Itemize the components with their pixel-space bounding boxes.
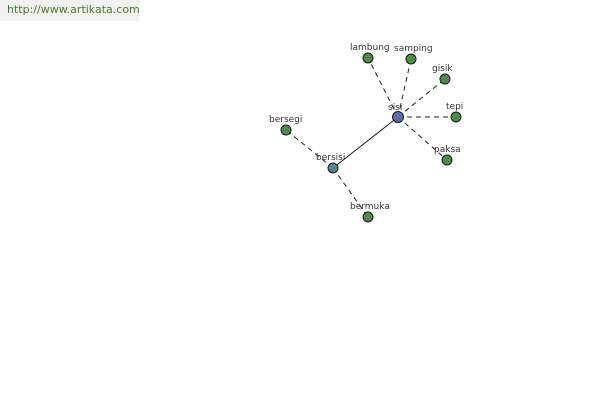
- node-bermuka-label[interactable]: bermuka: [350, 202, 390, 212]
- edge-bersisi-bermuka: [332, 167, 369, 218]
- edge-sisi-lambung: [367, 57, 399, 118]
- edge-sisi-paksa: [397, 116, 448, 161]
- node-gisik[interactable]: gisik: [432, 64, 453, 85]
- node-bersisi-label[interactable]: bersisi: [316, 153, 345, 163]
- node-lambung-circle[interactable]: [362, 52, 374, 64]
- node-bersegi[interactable]: bersegi: [269, 115, 302, 136]
- node-tepi-circle[interactable]: [450, 111, 462, 123]
- edges-layer: [285, 57, 456, 218]
- source-url-text[interactable]: http://www.artikata.com: [7, 3, 140, 16]
- node-bersegi-circle[interactable]: [280, 124, 292, 136]
- nodes-layer: sisi bersisi lambung samping gisik tepi paksa b…: [269, 43, 463, 223]
- node-samping-label[interactable]: samping: [394, 44, 433, 54]
- source-url-banner[interactable]: http://www.artikata.com: [0, 0, 140, 21]
- node-tepi-label[interactable]: tepi: [446, 102, 463, 112]
- node-samping[interactable]: samping: [394, 44, 433, 65]
- node-sisi-label[interactable]: sisi: [388, 103, 402, 113]
- node-bermuka[interactable]: bermuka: [350, 202, 390, 223]
- node-lambung[interactable]: lambung: [350, 43, 390, 64]
- node-gisik-label[interactable]: gisik: [432, 64, 453, 74]
- edge-sisi-bersisi: [332, 116, 399, 169]
- node-paksa-label[interactable]: paksa: [434, 145, 461, 155]
- node-sisi[interactable]: sisi: [388, 103, 404, 123]
- node-gisik-circle[interactable]: [439, 73, 451, 85]
- edge-sisi-samping: [397, 58, 412, 118]
- edge-bersisi-bersegi: [285, 129, 334, 169]
- node-sisi-circle[interactable]: [392, 111, 404, 123]
- node-lambung-label[interactable]: lambung: [350, 43, 390, 53]
- node-bersegi-label[interactable]: bersegi: [269, 115, 302, 125]
- node-tepi[interactable]: tepi: [446, 102, 463, 123]
- edge-sisi-gisik: [397, 78, 446, 118]
- node-paksa-circle[interactable]: [441, 154, 453, 166]
- node-bersisi-circle[interactable]: [327, 162, 339, 174]
- node-paksa[interactable]: paksa: [434, 145, 461, 166]
- node-bersisi[interactable]: bersisi: [316, 153, 345, 174]
- node-bermuka-circle[interactable]: [362, 211, 374, 223]
- node-samping-circle[interactable]: [405, 53, 417, 65]
